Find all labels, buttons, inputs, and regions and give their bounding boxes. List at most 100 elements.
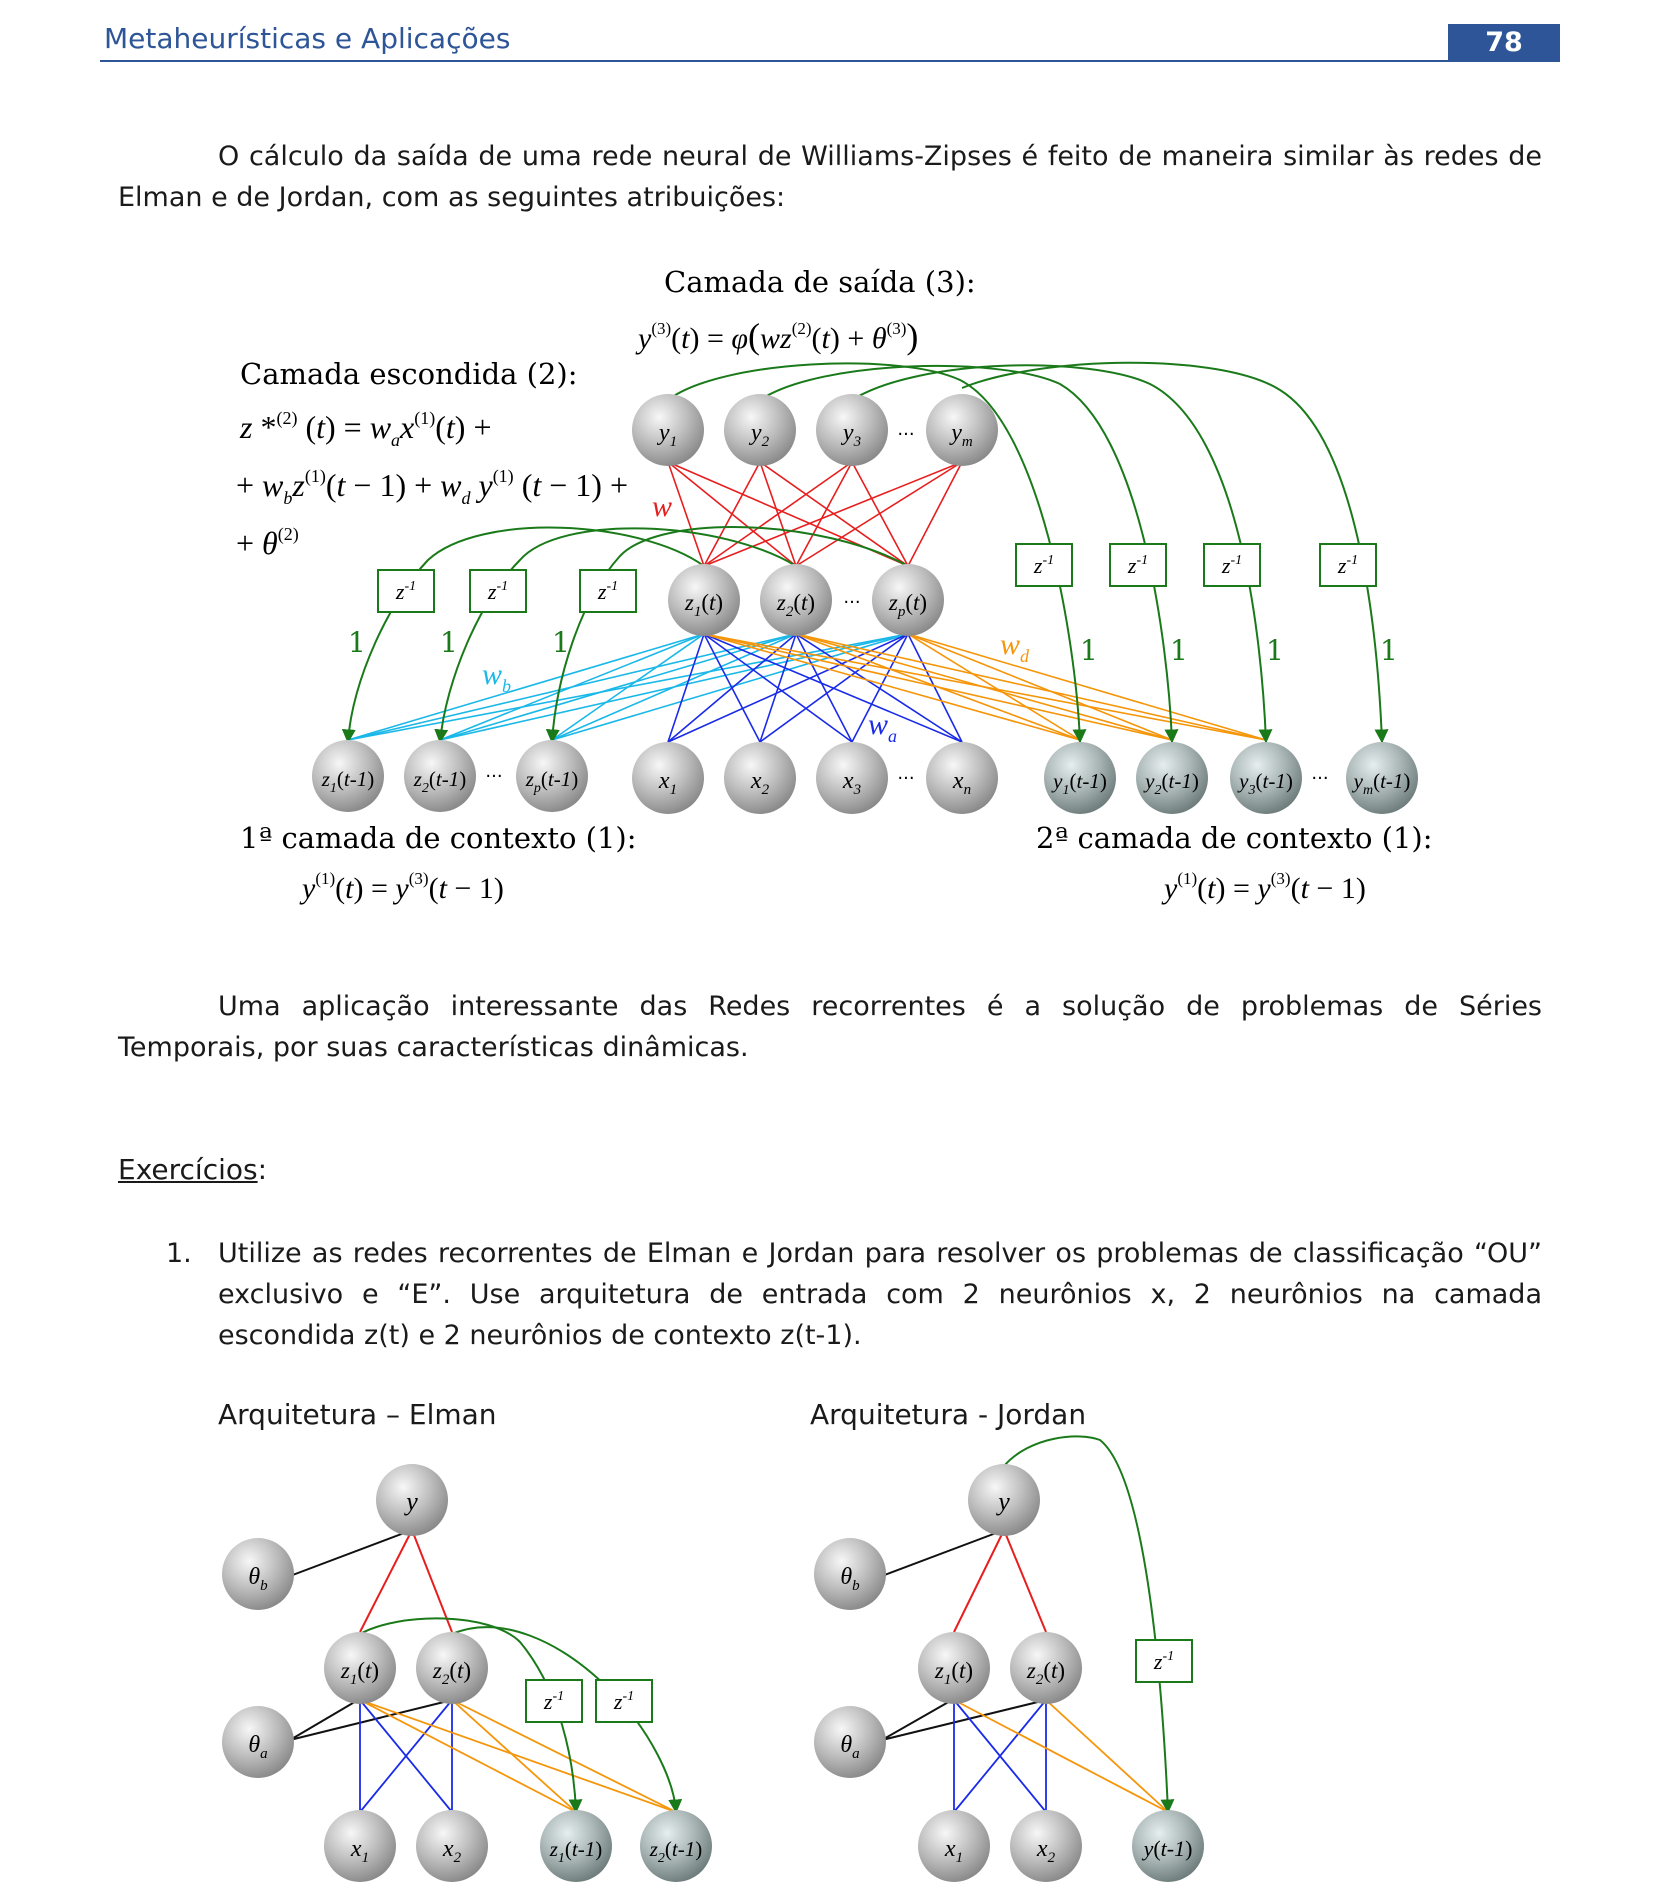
neuron-theta-a: θa <box>814 1706 886 1778</box>
context-layer-1: z1(t-1) z2(t-1) ··· zp(t-1) <box>312 740 588 812</box>
neuron-xn: xn <box>926 742 998 814</box>
neuron-y2-t-1: y2(t-1) <box>1136 742 1208 814</box>
svg-text:z-1: z-1 <box>487 579 508 604</box>
weight-one: 1 <box>1080 634 1098 667</box>
green-feedback-left <box>341 526 909 744</box>
delay-box: z-1 <box>1109 543 1167 587</box>
neuron-y2: y2 <box>724 394 796 466</box>
neuron-theta-b: θb <box>222 1538 294 1610</box>
neuron-y1-t-1: y1(t-1) <box>1044 742 1116 814</box>
svg-text:y: y <box>403 1487 418 1516</box>
output-layer: y1 y2 y3 ··· ym <box>632 394 998 466</box>
neuron-z2: z2(t) <box>760 564 832 636</box>
unit-weight-labels: 1 1 1 1 1 1 1 <box>348 626 1398 667</box>
exercises-title-colon: : <box>257 1153 268 1186</box>
blue-connections <box>667 633 963 743</box>
ellipsis: ··· <box>843 592 860 613</box>
red-connections <box>667 461 963 567</box>
svg-text:y: y <box>995 1487 1010 1516</box>
equation-hidden-line2: + wbz(1)(t − 1) + wd y(1) (t − 1) + <box>236 466 628 508</box>
neuron-x3: x3 <box>816 742 888 814</box>
diagram-williams-zipser: z-1 z-1 z-1 z-1 z-1 z-1 <box>236 265 1433 905</box>
application-paragraph: Uma aplicação interessante das Redes rec… <box>118 986 1542 1068</box>
svg-text:z-1: z-1 <box>597 579 618 604</box>
weight-w-label: w <box>652 490 672 523</box>
svg-text:y(t-1): y(t-1) <box>1142 1836 1193 1861</box>
neuron-z2-t-1: z2(t-1) <box>640 1810 712 1882</box>
neuron-z1: z1(t) <box>918 1632 990 1704</box>
header-title: Metaheurísticas e Aplicações <box>104 22 511 55</box>
neuron-z2: z2(t) <box>1010 1632 1082 1704</box>
svg-text:z-1: z-1 <box>1153 1649 1174 1674</box>
ellipsis: ··· <box>1311 768 1328 789</box>
context1-title: 1ª camada de contexto (1): <box>240 821 637 855</box>
intro-paragraph: O cálculo da saída de uma rede neural de… <box>118 136 1542 218</box>
equation-hidden-line3: + θ(2) <box>236 524 299 561</box>
neuron-z1-t-1: z1(t-1) <box>540 1810 612 1882</box>
delay-box: z-1 <box>1319 543 1377 587</box>
diagram-elman: z-1 z-1 y θb z1(t) z2(t) θa x1 x2 z1(t-1… <box>222 1464 712 1882</box>
equation-context1: y(1)(t) = y(3)(t − 1) <box>299 869 504 905</box>
header-rule <box>100 60 1560 62</box>
svg-text:z-1: z-1 <box>395 579 416 604</box>
neuron-zp: zp(t) <box>872 564 944 636</box>
delay-box: z-1 <box>579 569 637 613</box>
exercise-text: Utilize as redes recorrentes de Elman e … <box>218 1238 1542 1351</box>
neuron-x1: x1 <box>324 1810 396 1882</box>
svg-text:z-1: z-1 <box>1337 553 1358 578</box>
delay-box: z-1 <box>1203 543 1261 587</box>
neuron-ym-t-1: ym(t-1) <box>1346 742 1418 814</box>
ellipsis: ··· <box>897 424 914 445</box>
weight-one: 1 <box>552 626 570 659</box>
svg-text:z-1: z-1 <box>1127 553 1148 578</box>
neuron-x2: x2 <box>416 1810 488 1882</box>
neuron-z1: z1(t) <box>324 1632 396 1704</box>
neuron-y: y <box>968 1464 1040 1536</box>
diagram-jordan: z-1 y θb z1(t) z2(t) θa x1 x2 y(t-1) <box>814 1435 1204 1882</box>
equation-output: y(3)(t) = φ(wz(2)(t) + θ(3)) <box>635 316 918 356</box>
neuron-y1: y1 <box>632 394 704 466</box>
neuron-x2: x2 <box>1010 1810 1082 1882</box>
delay-boxes-left: z-1 z-1 z-1 <box>377 569 637 613</box>
orange-connections <box>703 633 1267 741</box>
neuron-z2: z2(t) <box>416 1632 488 1704</box>
output-layer-title: Camada de saída (3): <box>664 265 976 299</box>
svg-text:z-1: z-1 <box>1221 553 1242 578</box>
neuron-x1: x1 <box>632 742 704 814</box>
neuron-y3: y3 <box>816 394 888 466</box>
weight-wb-label: wb <box>482 658 511 696</box>
application-paragraph-text: Uma aplicação interessante das Redes rec… <box>118 991 1542 1063</box>
weight-one: 1 <box>1380 634 1398 667</box>
neuron-y3-t-1: y3(t-1) <box>1230 742 1302 814</box>
delay-boxes-right: z-1 z-1 z-1 z-1 <box>1015 543 1377 587</box>
svg-text:z-1: z-1 <box>613 1689 634 1714</box>
neuron-theta-b: θb <box>814 1538 886 1610</box>
page-number: 78 <box>1448 24 1560 62</box>
neuron-zp-t-1: zp(t-1) <box>516 740 588 812</box>
cyan-connections <box>347 633 909 741</box>
weight-one: 1 <box>1170 634 1188 667</box>
weight-one: 1 <box>348 626 366 659</box>
weight-wd-label: wd <box>1000 628 1030 666</box>
intro-paragraph-text: O cálculo da saída de uma rede neural de… <box>118 141 1542 213</box>
hidden-layer-title: Camada escondida (2): <box>240 357 578 391</box>
neuron-theta-a: θa <box>222 1706 294 1778</box>
delay-box: z-1 <box>377 569 435 613</box>
svg-text:z-1: z-1 <box>1033 553 1054 578</box>
green-feedback-right <box>667 361 1389 744</box>
neuron-ym: ym <box>926 394 998 466</box>
neuron-z1-t-1: z1(t-1) <box>312 740 384 812</box>
neuron-y-t-1: y(t-1) <box>1132 1810 1204 1882</box>
context-layer-2: y1(t-1) y2(t-1) y3(t-1) ··· ym(t-1) <box>1044 742 1418 814</box>
neuron-y: y <box>376 1464 448 1536</box>
neuron-x2: x2 <box>724 742 796 814</box>
delay-box: z-1 <box>469 569 527 613</box>
ellipsis: ··· <box>897 768 914 789</box>
exercises-title: Exercícios: <box>118 1153 267 1186</box>
delay-box: z-1 <box>1015 543 1073 587</box>
equation-context2: y(1)(t) = y(3)(t − 1) <box>1161 869 1366 905</box>
elman-architecture-label: Arquitetura – Elman <box>218 1398 497 1431</box>
input-layer: x1 x2 x3 ··· xn <box>632 742 998 814</box>
exercises-title-text: Exercícios <box>118 1153 258 1186</box>
neuron-z2-t-1: z2(t-1) <box>404 740 476 812</box>
